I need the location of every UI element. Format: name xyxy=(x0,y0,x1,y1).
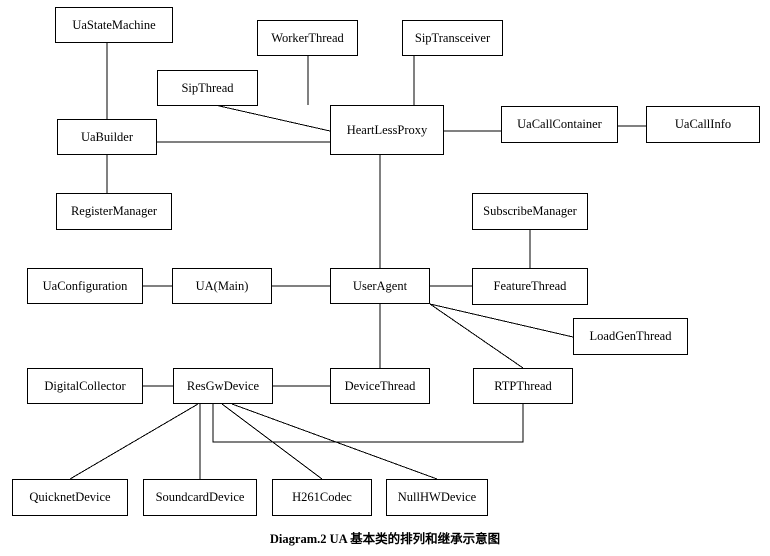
node-label: DeviceThread xyxy=(344,378,416,393)
node-label: UaBuilder xyxy=(80,129,134,144)
node-UaCallContainer[interactable]: UaCallContainer xyxy=(501,106,618,143)
node-FeatureThread[interactable]: FeatureThread xyxy=(472,268,588,305)
node-label: SipTransceiver xyxy=(414,30,491,45)
node-RTPThread[interactable]: RTPThread xyxy=(473,368,573,404)
node-NullHWDevice[interactable]: NullHWDevice xyxy=(386,479,488,516)
node-label: QuicknetDevice xyxy=(29,490,111,505)
node-label: FeatureThread xyxy=(493,279,567,294)
node-DigitalCollector[interactable]: DigitalCollector xyxy=(27,368,143,404)
node-label: ResGwDevice xyxy=(186,378,260,393)
node-label: SoundcardDevice xyxy=(155,490,245,505)
node-QuicknetDevice[interactable]: QuicknetDevice xyxy=(12,479,128,516)
node-label: HeartLessProxy xyxy=(346,122,428,137)
edge-UserAgent-to-RTPThread xyxy=(429,303,524,369)
node-LoadGenThread[interactable]: LoadGenThread xyxy=(573,318,688,355)
node-label: H261Codec xyxy=(292,490,352,505)
node-label: UaStateMachine xyxy=(72,17,156,32)
edge-ResGwDevice-to-RTPThread xyxy=(212,404,524,443)
node-SipThread[interactable]: SipThread xyxy=(157,70,258,106)
edge-ResGwDevice-to-H261Codec xyxy=(221,403,323,480)
node-label: RTPThread xyxy=(494,378,552,393)
edge-UserAgent-to-LoadGenThread xyxy=(429,303,574,338)
diagram-caption: Diagram.2 UA 基本类的排列和继承示意图 xyxy=(269,532,501,546)
node-label: SipThread xyxy=(181,80,234,95)
node-UserAgent[interactable]: UserAgent xyxy=(330,268,430,304)
node-SoundcardDevice[interactable]: SoundcardDevice xyxy=(143,479,257,516)
node-label: UaCallInfo xyxy=(674,117,732,132)
node-label: NullHWDevice xyxy=(397,490,477,505)
node-label: LoadGenThread xyxy=(589,329,672,344)
node-RegisterManager[interactable]: RegisterManager xyxy=(56,193,172,230)
node-label: WorkerThread xyxy=(271,30,344,45)
node-label: UaCallContainer xyxy=(517,117,602,132)
edge-SipThread-to-HeartLessProxy xyxy=(214,104,331,132)
node-label: DigitalCollector xyxy=(44,378,126,393)
node-HeartLessProxy[interactable]: HeartLessProxy xyxy=(330,105,444,155)
node-UaCallInfo[interactable]: UaCallInfo xyxy=(646,106,760,143)
node-label: SubscribeManager xyxy=(483,204,577,219)
node-UaBuilder[interactable]: UaBuilder xyxy=(57,119,157,155)
node-label: UserAgent xyxy=(352,278,408,293)
node-SubscribeManager[interactable]: SubscribeManager xyxy=(472,193,588,230)
node-WorkerThread[interactable]: WorkerThread xyxy=(257,20,358,56)
node-UaStateMachine[interactable]: UaStateMachine xyxy=(55,7,173,43)
node-SipTransceiver[interactable]: SipTransceiver xyxy=(402,20,503,56)
node-UaConfiguration[interactable]: UaConfiguration xyxy=(27,268,143,304)
node-UAMain[interactable]: UA(Main) xyxy=(172,268,272,304)
node-DeviceThread[interactable]: DeviceThread xyxy=(330,368,430,404)
node-label: UA(Main) xyxy=(195,278,249,293)
edge-ResGwDevice-to-NullHWDevice xyxy=(231,403,438,480)
edge-ResGwDevice-to-QuicknetDevice xyxy=(69,403,199,480)
node-label: RegisterManager xyxy=(70,204,158,219)
node-H261Codec[interactable]: H261Codec xyxy=(272,479,372,516)
node-label: UaConfiguration xyxy=(42,278,128,293)
node-ResGwDevice[interactable]: ResGwDevice xyxy=(173,368,273,404)
